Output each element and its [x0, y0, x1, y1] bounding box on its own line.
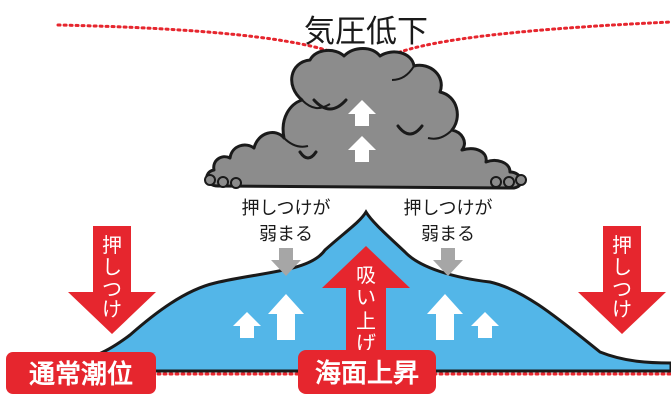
cloud [204, 47, 527, 190]
water-up-arrow-icon [427, 294, 463, 340]
low-pressure-line [56, 20, 671, 74]
push-weaken-left-line1: 押しつけが [242, 198, 331, 219]
sea-rise-badge [298, 350, 436, 394]
push-right-char: 押 [612, 233, 632, 257]
water-up-arrow-icon [233, 312, 261, 338]
push-right-char: つ [612, 277, 632, 301]
suck-char: 吸 [356, 263, 376, 287]
suck-char: 上 [356, 309, 376, 333]
push-weaken-right-line1: 押しつけが [404, 198, 493, 219]
normal-tide-badge [6, 352, 156, 394]
push-arrow-left-icon [68, 226, 156, 334]
push-left-char: し [102, 255, 122, 279]
push-left-char: 押 [102, 233, 122, 257]
push-left-char: け [102, 297, 122, 321]
push-weaken-left-line2: 弱まる [259, 224, 313, 245]
suck-char: い [356, 285, 376, 309]
top-label: 気圧低下 [304, 14, 428, 50]
push-arrow-right-icon [578, 226, 666, 334]
gray-down-arrow-icon [271, 248, 301, 276]
cloud-up-arrow-icon [348, 136, 376, 162]
water-up-arrow-icon [471, 312, 499, 338]
push-weaken-right-line2: 弱まる [421, 224, 475, 245]
cloud-up-arrow-icon [348, 100, 376, 126]
push-left-char: つ [102, 277, 122, 301]
gray-down-arrow-icon [433, 248, 463, 276]
push-right-char: け [612, 297, 632, 321]
sea-rise-label: 海面上昇 [315, 359, 419, 389]
suck-char: げ [356, 331, 376, 355]
suck-up-arrow-icon [322, 246, 410, 362]
push-right-char: し [612, 255, 632, 279]
normal-tide-label: 通常潮位 [29, 359, 133, 390]
water-up-arrow-icon [268, 294, 304, 340]
